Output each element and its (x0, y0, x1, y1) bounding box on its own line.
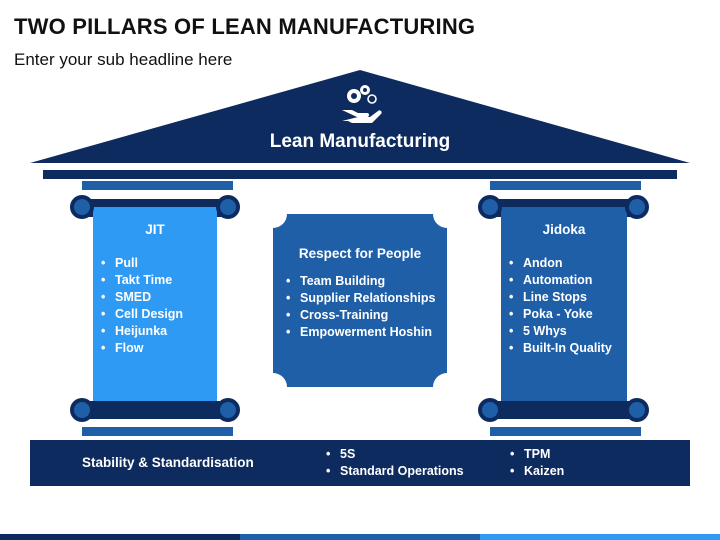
right-pillar-ring-br (625, 398, 649, 422)
list-item: Standard Operations (326, 463, 464, 480)
gears-hand-icon (342, 85, 382, 123)
left-pillar-ring-tl (70, 195, 94, 219)
base-label: Stability & Standardisation (82, 455, 254, 470)
pillar-jidoka: Jidoka Andon Automation Line Stops Poka … (501, 222, 627, 357)
right-pillar-ring-bl (478, 398, 502, 422)
pillar-heading: Respect for People (298, 246, 422, 261)
list-item: Takt Time (101, 272, 217, 289)
left-pillar-bottom-slab (82, 427, 233, 436)
right-pillar-top-slab (490, 181, 641, 190)
list-item: Empowerment Hoshin (286, 324, 442, 341)
left-pillar-ring-bl (70, 398, 94, 422)
list-item: Poka - Yoke (509, 306, 627, 323)
footer-strip-light (480, 534, 720, 540)
right-pillar-bottom-slab (490, 427, 641, 436)
list-item: 5S (326, 446, 464, 463)
list-item: Line Stops (509, 289, 627, 306)
list-item: Pull (101, 255, 217, 272)
roof-label: Lean Manufacturing (269, 131, 451, 152)
right-pillar-bottom-bar (484, 401, 643, 419)
list-item: Built-In Quality (509, 340, 627, 357)
list-item: Andon (509, 255, 627, 272)
right-pillar-ring-tl (478, 195, 502, 219)
base-group-1: 5S Standard Operations (326, 446, 464, 480)
list-item: Flow (101, 340, 217, 357)
footer-strip-mid (240, 534, 480, 540)
roof-beam (43, 170, 677, 179)
list-item: Supplier Relationships (286, 290, 442, 307)
right-pillar-ring-tr (625, 195, 649, 219)
list-item: SMED (101, 289, 217, 306)
list-item: Kaizen (510, 463, 564, 480)
pillar-heading: JIT (145, 222, 165, 237)
pillar-jit: JIT Pull Takt Time SMED Cell Design Heij… (93, 222, 217, 357)
list-item: Heijunka (101, 323, 217, 340)
left-pillar-top-slab (82, 181, 233, 190)
list-item: Automation (509, 272, 627, 289)
footer-strip-dark (0, 534, 240, 540)
base-group-2: TPM Kaizen (510, 446, 564, 480)
page-title: TWO PILLARS OF LEAN MANUFACTURING (14, 14, 476, 39)
list-item: Team Building (286, 273, 442, 290)
left-pillar-ring-tr (216, 195, 240, 219)
pillar-respect-for-people: Respect for People Team Building Supplie… (278, 246, 442, 341)
left-pillar-ring-br (216, 398, 240, 422)
list-item: 5 Whys (509, 323, 627, 340)
list-item: Cross-Training (286, 307, 442, 324)
page-subtitle: Enter your sub headline here (14, 50, 233, 69)
list-item: TPM (510, 446, 564, 463)
pillar-heading: Jidoka (542, 222, 586, 237)
left-pillar-bottom-bar (78, 401, 237, 419)
list-item: Cell Design (101, 306, 217, 323)
